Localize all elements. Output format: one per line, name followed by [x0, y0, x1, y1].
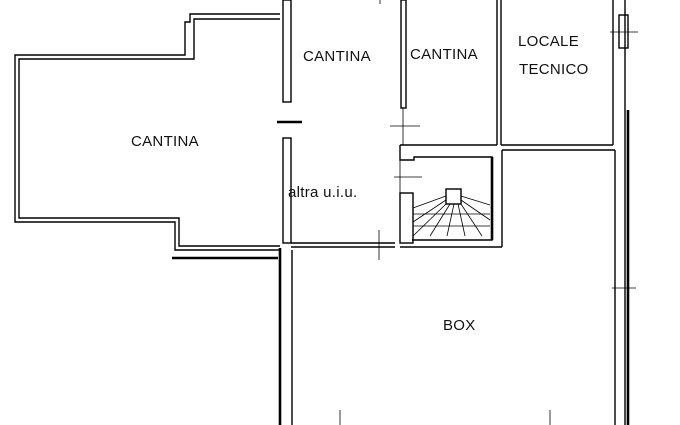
spiral-staircase	[412, 188, 491, 237]
room-label-box: BOX	[443, 317, 476, 334]
room-label-locale: LOCALE	[518, 33, 579, 50]
room-label-cantina-middle: CANTINA	[303, 48, 371, 65]
room-label-tecnico: TECNICO	[519, 61, 589, 78]
central-walls	[277, 0, 638, 425]
left-cantina-walls	[14, 13, 280, 260]
room-label-cantina-right: CANTINA	[410, 46, 478, 63]
room-label-altra-uiu: altra u.i.u.	[288, 184, 358, 201]
room-label-cantina-left: CANTINA	[131, 133, 199, 150]
